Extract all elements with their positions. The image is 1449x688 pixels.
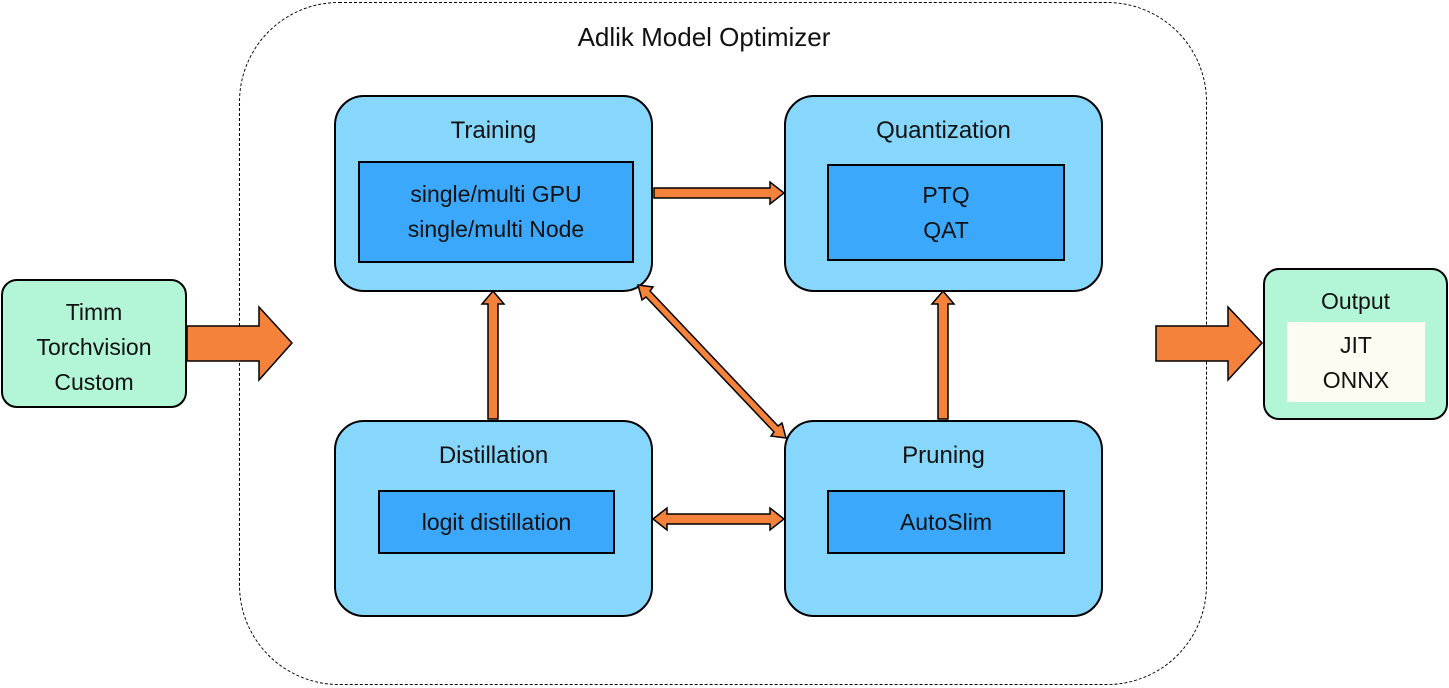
input-line-timm: Timm [65, 299, 123, 325]
output-line-jit: JIT [1340, 332, 1372, 358]
training-detail-box: single/multi GPU single/multi Node [358, 161, 634, 263]
distillation-detail-box: logit distillation [378, 490, 615, 554]
input-arrow [186, 305, 294, 382]
arrow-training-pruning [636, 284, 788, 439]
training-module: Training single/multi GPU single/multi N… [334, 95, 653, 292]
input-box: Timm Torchvision Custom [1, 279, 187, 408]
arrow-distillation-to-training [480, 289, 506, 420]
quantization-line-ptq: PTQ [922, 181, 970, 208]
pruning-module: Pruning AutoSlim [784, 420, 1103, 617]
quantization-detail-box: PTQ QAT [827, 164, 1065, 261]
arrow-training-to-quantization [653, 180, 786, 206]
output-formats-box: JIT ONNX [1287, 322, 1425, 402]
pruning-line-autoslim: AutoSlim [899, 508, 993, 535]
output-box: Output JIT ONNX [1263, 268, 1448, 420]
input-line-custom: Custom [54, 369, 134, 395]
optimizer-title: Adlik Model Optimizer [577, 22, 831, 52]
training-title: Training [450, 117, 537, 144]
output-arrow [1155, 305, 1264, 382]
quantization-module: Quantization PTQ QAT [784, 95, 1103, 292]
arrow-pruning-to-quantization [930, 289, 956, 420]
distillation-module: Distillation logit distillation [334, 420, 653, 617]
quantization-line-qat: QAT [923, 216, 969, 243]
training-line-gpu: single/multi GPU [410, 181, 582, 207]
quantization-title: Quantization [876, 117, 1011, 144]
pruning-title: Pruning [902, 442, 985, 469]
distillation-line-logit: logit distillation [421, 508, 572, 535]
distillation-title: Distillation [438, 442, 549, 469]
output-line-onnx: ONNX [1322, 367, 1390, 393]
arrow-distillation-pruning [651, 506, 786, 532]
input-line-torchvision: Torchvision [36, 334, 152, 360]
output-title: Output [1320, 288, 1391, 314]
pruning-detail-box: AutoSlim [827, 490, 1065, 554]
training-line-node: single/multi Node [407, 216, 585, 242]
